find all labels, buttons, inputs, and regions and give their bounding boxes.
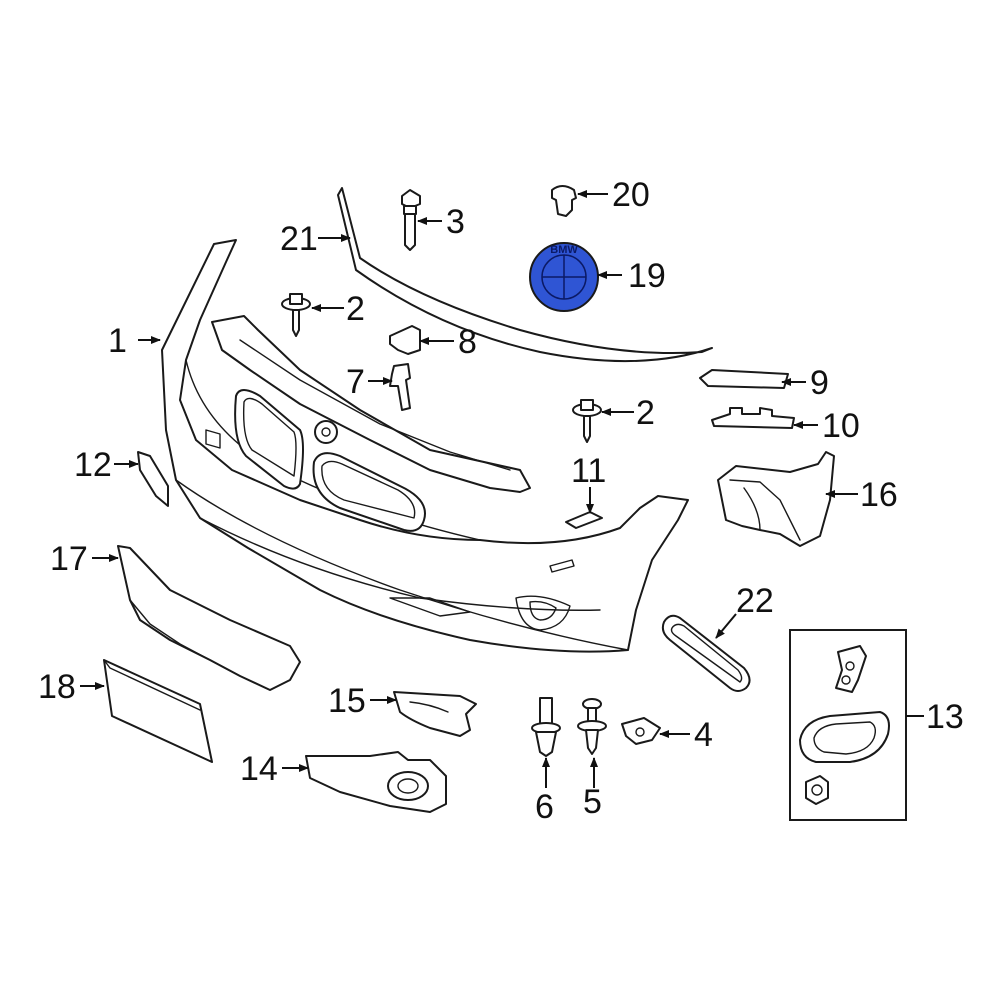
fog-lamp-grille — [305, 751, 447, 813]
callout-6: 6 — [535, 788, 554, 826]
side-reflector — [137, 451, 169, 507]
callout-2-lower: 2 — [636, 394, 655, 432]
guide-strip — [699, 369, 789, 389]
mount-bracket — [389, 363, 411, 411]
fog-lamp-cover — [393, 691, 477, 737]
callout-5: 5 — [583, 783, 602, 821]
license-plate-bracket — [103, 659, 213, 763]
leader-lines — [80, 190, 924, 788]
callout-7: 7 — [346, 363, 365, 401]
callout-20: 20 — [612, 176, 650, 214]
callout-22: 22 — [736, 582, 774, 620]
small-bracket — [389, 325, 421, 355]
callout-9: 9 — [810, 364, 829, 402]
callout-18: 18 — [38, 668, 76, 706]
callout-13: 13 — [926, 698, 964, 736]
tow-hook-cover-set — [789, 629, 907, 821]
callout-10: 10 — [822, 407, 860, 445]
callout-8: 8 — [458, 323, 477, 361]
bolt — [401, 189, 421, 251]
support-bracket — [717, 451, 835, 547]
callout-1: 1 — [108, 322, 127, 360]
callout-16: 16 — [860, 476, 898, 514]
callout-19: 19 — [628, 257, 666, 295]
trim-ring — [661, 614, 751, 692]
upper-trim-strip — [337, 187, 713, 363]
push-clip — [577, 698, 607, 755]
callout-4: 4 — [694, 716, 713, 754]
screw-lower — [572, 399, 602, 443]
lower-grille — [117, 545, 301, 691]
callout-12: 12 — [74, 446, 112, 484]
callout-3: 3 — [446, 203, 465, 241]
callout-15: 15 — [328, 682, 366, 720]
speed-nut — [621, 717, 661, 745]
callout-14: 14 — [240, 750, 278, 788]
bmw-emblem: BMW — [529, 242, 599, 312]
bumper-cover — [161, 239, 689, 653]
guide-bracket — [711, 407, 795, 429]
screw-upper — [281, 293, 311, 337]
callout-21: 21 — [280, 220, 318, 258]
push-rivet — [531, 697, 561, 757]
callout-11: 11 — [571, 452, 606, 490]
callout-2-upper: 2 — [346, 290, 365, 328]
emblem-brand-text: BMW — [550, 244, 578, 256]
callout-17: 17 — [50, 540, 88, 578]
callout-labels: 1 2 2 3 4 5 6 7 8 9 10 11 12 13 14 15 16… — [38, 176, 964, 826]
sensor-cap — [565, 511, 603, 529]
clip-nut — [551, 185, 577, 217]
